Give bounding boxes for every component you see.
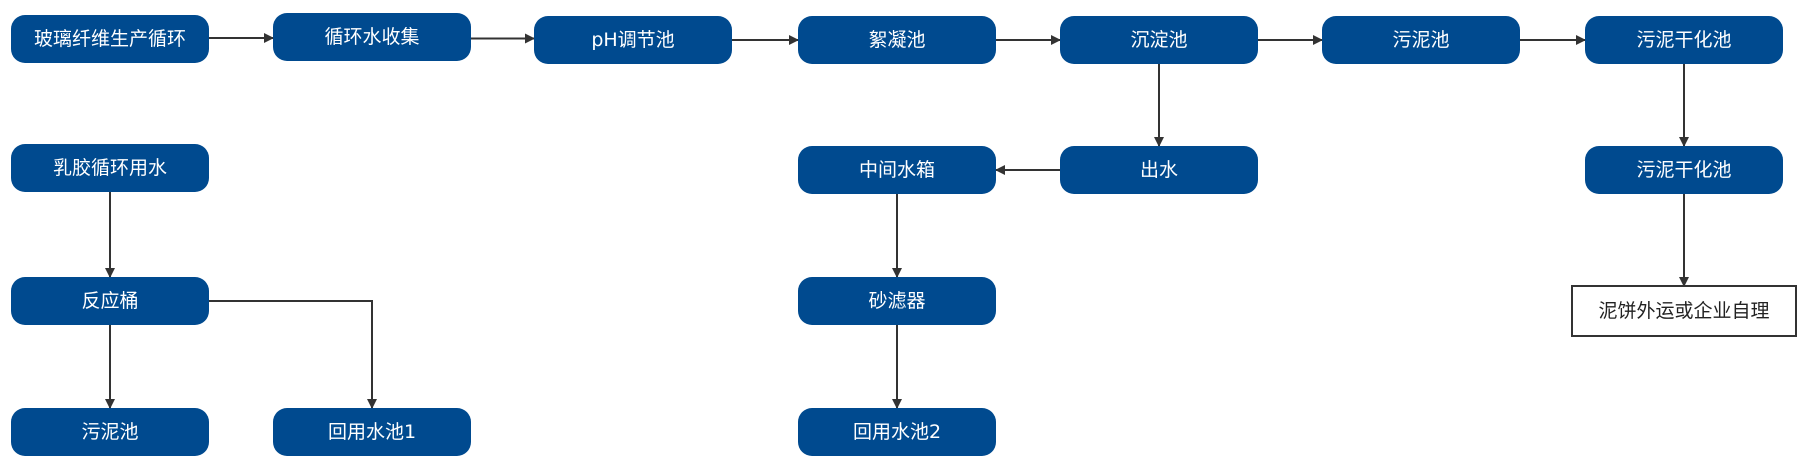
node-label: 反应桶 — [81, 290, 138, 312]
node-n10: 砂滤器 — [798, 277, 996, 325]
node-pill-shape — [11, 277, 209, 325]
node-label: 砂滤器 — [868, 290, 925, 312]
node-n7: 污泥干化池 — [1585, 16, 1783, 64]
node-n12: 污泥干化池 — [1585, 146, 1783, 194]
node-n17: 回用水池1 — [273, 408, 471, 456]
node-n1: 玻璃纤维生产循环 — [11, 15, 209, 63]
node-label: 污泥干化池 — [1636, 159, 1731, 181]
node-pill-shape — [1060, 146, 1258, 194]
node-n2: 循环水收集 — [273, 13, 471, 61]
node-label: 絮凝池 — [868, 29, 925, 51]
node-pill-shape — [1322, 16, 1520, 64]
node-box-shape — [1571, 285, 1797, 337]
node-pill-shape — [798, 146, 996, 194]
node-n6: 污泥池 — [1322, 16, 1520, 64]
node-label: 回用水池1 — [328, 421, 416, 443]
node-label: 中间水箱 — [859, 159, 935, 181]
node-pill-shape — [798, 277, 996, 325]
node-pill-shape — [273, 408, 471, 456]
node-label: pH调节池 — [591, 29, 674, 51]
node-n4: 絮凝池 — [798, 16, 996, 64]
node-label: 乳胶循环用水 — [53, 157, 167, 179]
node-pill-shape — [798, 16, 996, 64]
node-pill-shape — [1585, 16, 1783, 64]
node-n14: 乳胶循环用水 — [11, 144, 209, 192]
node-label: 玻璃纤维生产循环 — [34, 28, 186, 50]
connectors — [105, 33, 1689, 409]
node-label: 泥饼外运或企业自理 — [1598, 300, 1769, 322]
node-label: 沉淀池 — [1130, 29, 1187, 51]
node-n8: 出水 — [1060, 146, 1258, 194]
node-label: 污泥池 — [1392, 29, 1449, 51]
edge-n15-to-n17 — [209, 300, 377, 409]
node-label: 出水 — [1140, 159, 1178, 181]
node-label: 污泥池 — [81, 421, 138, 443]
node-n3: pH调节池 — [534, 16, 732, 64]
node-pill-shape — [273, 13, 471, 61]
node-n9: 中间水箱 — [798, 146, 996, 194]
node-pill-shape — [11, 408, 209, 456]
node-n16: 污泥池 — [11, 408, 209, 456]
node-n11: 回用水池2 — [798, 408, 996, 456]
node-pill-shape — [1585, 146, 1783, 194]
node-n15: 反应桶 — [11, 277, 209, 325]
node-n13: 泥饼外运或企业自理 — [1571, 285, 1797, 337]
node-label: 循环水收集 — [324, 26, 419, 48]
node-pill-shape — [534, 16, 732, 64]
node-label: 污泥干化池 — [1636, 29, 1731, 51]
node-pill-shape — [1060, 16, 1258, 64]
node-pill-shape — [11, 15, 209, 63]
node-label: 回用水池2 — [853, 421, 941, 443]
node-pill-shape — [11, 144, 209, 192]
node-pill-shape — [798, 408, 996, 456]
node-n5: 沉淀池 — [1060, 16, 1258, 64]
